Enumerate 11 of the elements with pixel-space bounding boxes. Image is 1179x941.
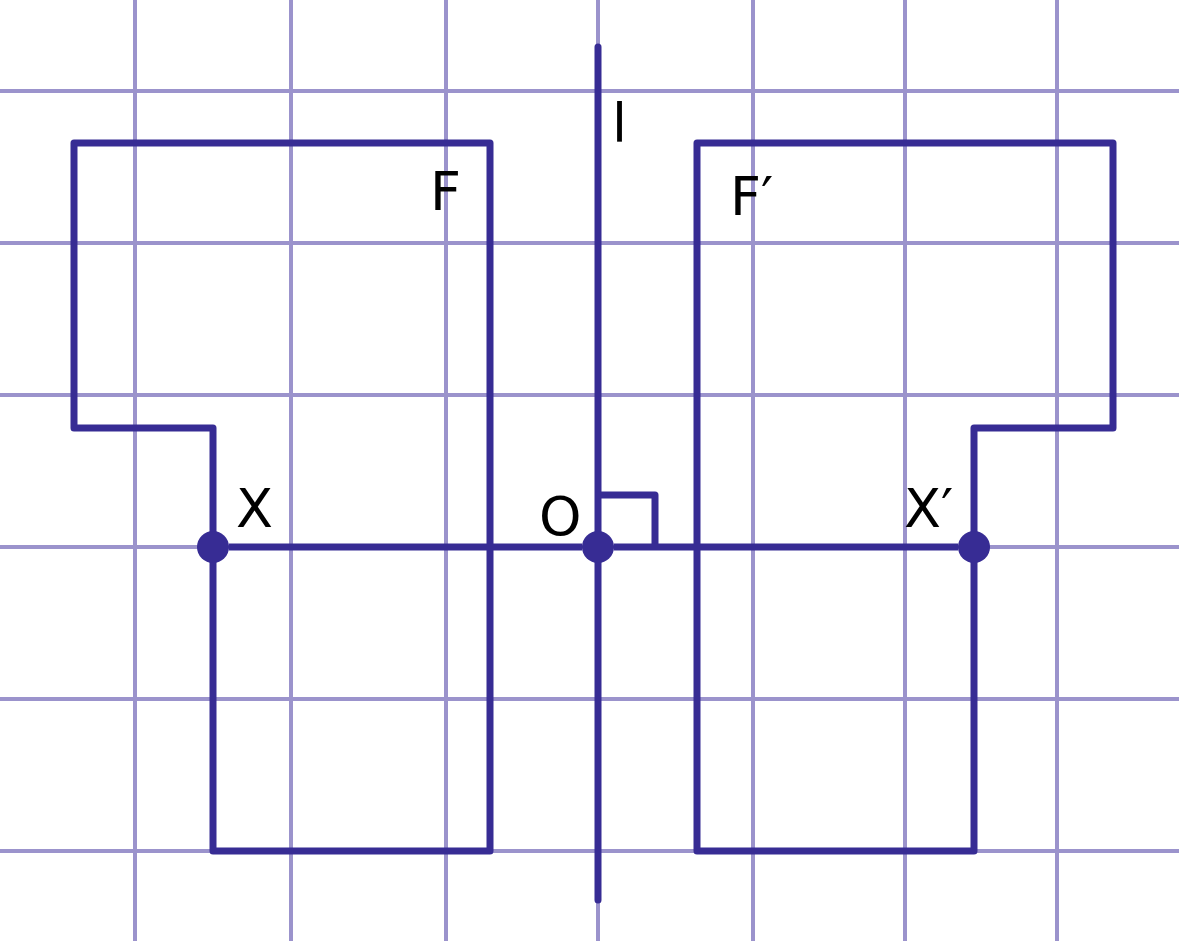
point-label: X′ — [904, 477, 954, 540]
point-dot — [197, 531, 229, 563]
point-label: O — [539, 485, 582, 548]
figure-label: F — [430, 160, 462, 223]
figure-label: F′ — [730, 165, 774, 228]
segment-line — [614, 543, 958, 551]
point-dot — [582, 531, 614, 563]
line-label: l — [612, 92, 627, 155]
point-dot — [958, 531, 990, 563]
point-label: X — [236, 477, 273, 540]
segment-line — [229, 543, 582, 551]
